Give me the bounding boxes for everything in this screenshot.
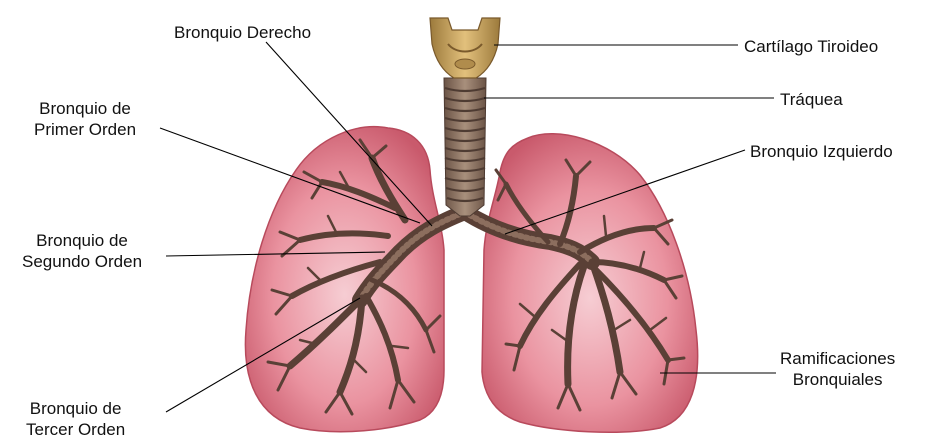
label-ramificaciones: Ramificaciones Bronquiales (780, 348, 895, 390)
label-segundo-orden: Bronquio de Segundo Orden (22, 230, 142, 272)
label-primer-orden: Bronquio de Primer Orden (34, 98, 136, 140)
label-traquea: Tráquea (780, 89, 843, 110)
label-cartilago-tiroideo: Cartílago Tiroideo (744, 36, 878, 57)
label-bronquio-derecho: Bronquio Derecho (174, 22, 311, 43)
trachea (444, 78, 486, 216)
label-bronquio-izquierdo: Bronquio Izquierdo (750, 141, 893, 162)
label-tercer-orden: Bronquio de Tercer Orden (26, 398, 125, 440)
thyroid-cartilage (430, 18, 500, 78)
